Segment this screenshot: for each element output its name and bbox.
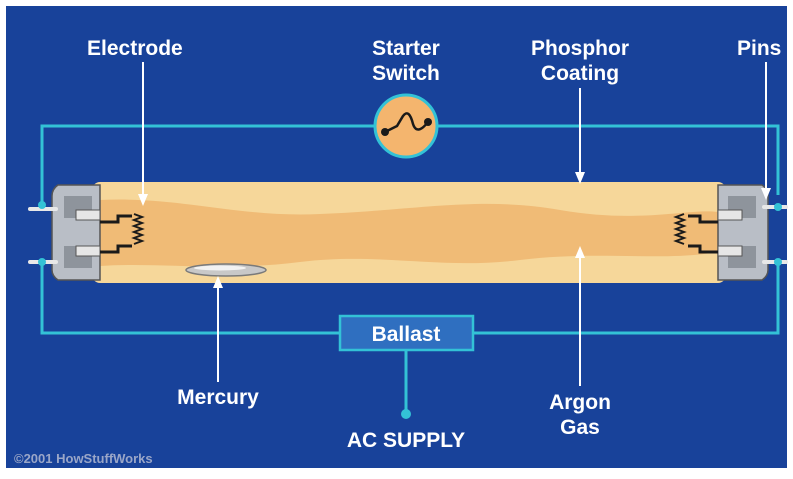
argon-arrow — [575, 246, 585, 258]
phosphor-arrow — [575, 172, 585, 184]
copyright-notice: ©2001 HowStuffWorks — [14, 451, 153, 466]
starter-switch — [373, 93, 439, 159]
mercury-arrow — [213, 276, 223, 288]
ballast-label: Ballast — [372, 323, 441, 346]
mercury-label: Mercury — [177, 386, 259, 409]
leader-lines — [138, 62, 771, 386]
phosphor-coating-label-line2: Coating — [541, 62, 619, 85]
starter-switch-element — [384, 112, 429, 134]
tube-inner-gas — [100, 199, 718, 267]
left-end-cap — [51, 184, 101, 281]
pins-arrow — [761, 188, 771, 200]
ac-supply-label: AC SUPPLY — [347, 429, 465, 452]
argon-gas-label-line1: Argon — [549, 391, 611, 414]
right-electrode — [673, 213, 718, 254]
starter-switch-label-line2: Switch — [372, 62, 440, 85]
starter-switch-label-line1: Starter — [372, 37, 440, 60]
right-end-cap — [717, 184, 769, 281]
electrode-arrow — [138, 194, 148, 206]
left-electrode — [100, 213, 145, 254]
ballast-box — [338, 314, 475, 352]
starter-switch-body — [373, 93, 439, 159]
pins-label: Pins — [737, 37, 781, 60]
argon-gas-label-line2: Gas — [560, 416, 600, 439]
phosphor-coating-label-line1: Phosphor — [531, 37, 629, 60]
ac-supply-terminal — [401, 409, 411, 419]
electrode-label: Electrode — [87, 37, 183, 60]
fluorescent-tube — [92, 182, 726, 283]
